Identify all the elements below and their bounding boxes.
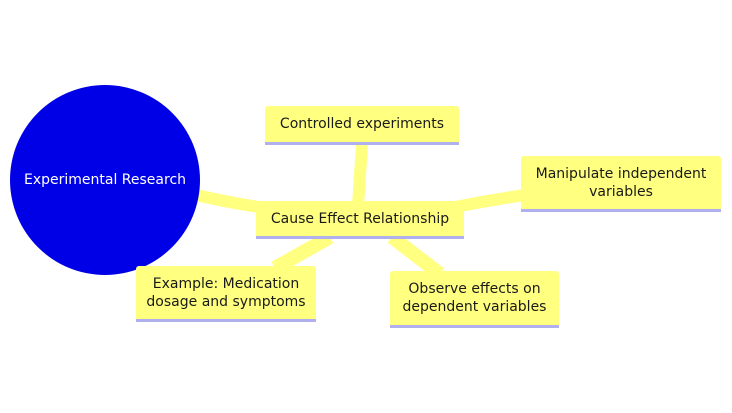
node-label: Observe effects on dependent variables bbox=[402, 281, 547, 315]
node-manipulate-independent-variables[interactable]: Manipulate independent variables bbox=[521, 156, 721, 212]
connector-hub-to-example bbox=[271, 230, 334, 275]
connector-hub-to-observe bbox=[387, 231, 445, 280]
hub-node-cause-effect-relationship[interactable]: Cause Effect Relationship bbox=[256, 201, 464, 239]
node-label: Example: Medication dosage and symptoms bbox=[146, 275, 306, 310]
connector-hub-to-manipulate bbox=[453, 189, 526, 213]
node-example-medication[interactable]: Example: Medication dosage and symptoms bbox=[136, 266, 316, 322]
hub-node-label: Cause Effect Relationship bbox=[270, 210, 450, 227]
root-node-experimental-research[interactable]: Experimental Research bbox=[10, 85, 200, 275]
node-observe-effects[interactable]: Observe effects on dependent variables bbox=[390, 271, 559, 328]
node-controlled-experiments[interactable]: Controlled experiments bbox=[265, 106, 459, 145]
root-node-label: Experimental Research bbox=[23, 172, 187, 188]
node-label: Controlled experiments bbox=[279, 116, 445, 132]
node-label: Manipulate independent variables bbox=[535, 165, 707, 200]
connector-hub-to-controlled bbox=[352, 144, 368, 206]
